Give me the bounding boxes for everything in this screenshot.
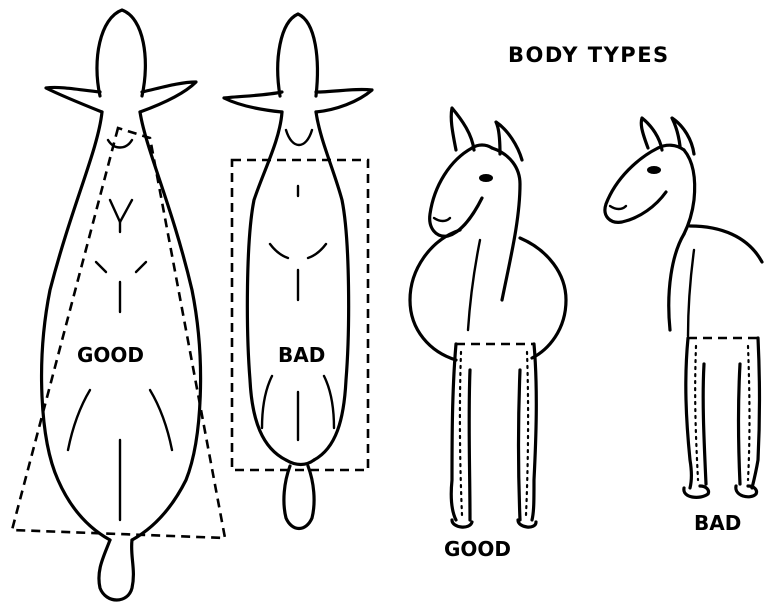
figure-title: BODY TYPES xyxy=(508,43,670,67)
bad-goat-eye xyxy=(647,166,661,174)
front-view-good-goat xyxy=(410,108,566,527)
top-good-label: GOOD xyxy=(77,343,144,367)
top-bad-label: BAD xyxy=(278,343,325,367)
front-good-label: GOOD xyxy=(444,537,511,561)
top-view-good-goat xyxy=(12,10,225,600)
front-bad-label: BAD xyxy=(694,511,741,535)
top-view-bad-goat xyxy=(224,14,372,529)
front-view-bad-goat xyxy=(605,118,762,497)
good-goat-eye xyxy=(479,174,493,182)
